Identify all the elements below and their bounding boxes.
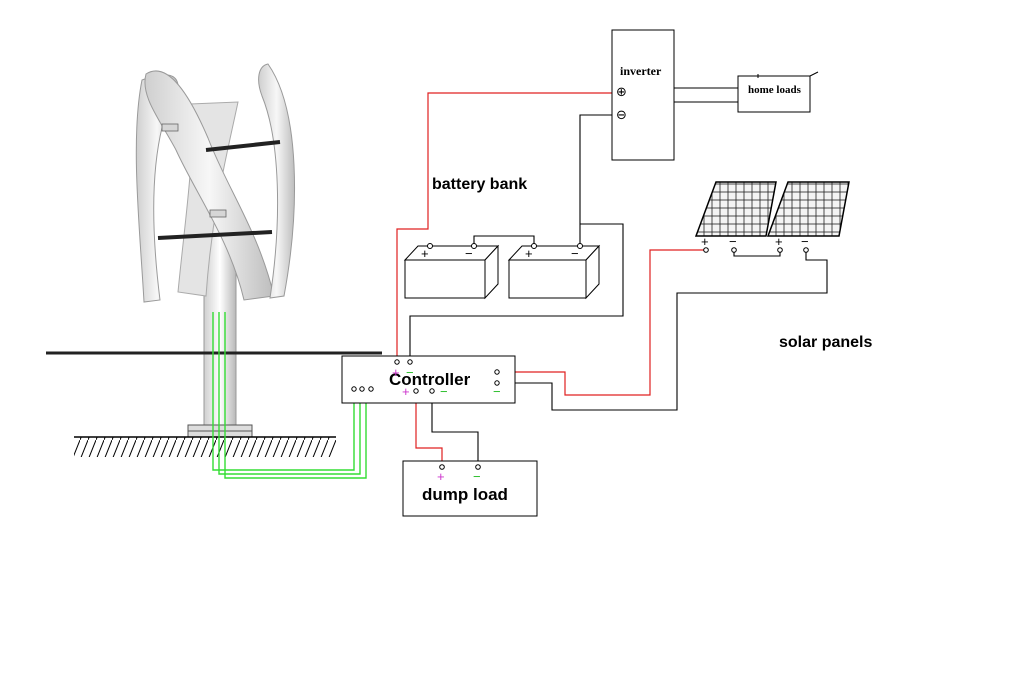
- inverter-label: inverter: [620, 64, 662, 78]
- battery-1-plus: +: [421, 246, 429, 261]
- dump-load: + − dump load: [402, 460, 538, 517]
- wind-wire-2: [218, 312, 361, 475]
- home-loads-box: [737, 75, 811, 113]
- dump-load-box: [402, 460, 538, 517]
- inverter-positive-terminal: ⊕: [616, 84, 627, 99]
- controller-solar-minus: −: [493, 384, 501, 399]
- ground-hatch: [74, 437, 336, 457]
- battery-series-link: [473, 235, 535, 246]
- solar-panel-2-plus: +: [775, 234, 783, 249]
- solar-panel-1-minus: −: [729, 234, 737, 249]
- battery-1: + −: [403, 243, 500, 300]
- home-loads-label: home loads: [748, 84, 802, 96]
- dump-load-label: dump load: [422, 485, 508, 504]
- solar-series-link: [733, 250, 781, 257]
- solar-panels-label: solar panels: [779, 334, 872, 351]
- controller-dump-plus: +: [402, 384, 410, 399]
- dump-load-plus: +: [437, 469, 445, 484]
- controller-dump-minus: −: [440, 384, 448, 399]
- battery-2-minus: −: [571, 246, 579, 261]
- battery-to-controller-negative: [409, 223, 624, 361]
- battery-2: + −: [507, 243, 601, 300]
- rotor-arm-bottom: [157, 230, 273, 240]
- inverter: inverter ⊕ ⊖: [611, 29, 675, 161]
- battery-bank-label: battery bank: [432, 176, 527, 193]
- controller-label: Controller: [389, 370, 471, 389]
- rotor-arm-top: [205, 140, 281, 152]
- wind-turbine: [135, 63, 295, 438]
- dump-load-minus: −: [473, 469, 481, 484]
- controller-to-solar-positive: [497, 249, 706, 396]
- wires: [212, 87, 828, 479]
- controller-to-solar-negative: [497, 250, 828, 411]
- controller-box: [341, 355, 516, 404]
- wind-wire-3: [224, 312, 367, 479]
- solar-panel-1: + −: [694, 181, 777, 253]
- solar-panel-2: + −: [766, 181, 850, 253]
- battery-to-inverter-positive: [396, 92, 617, 361]
- battery-to-inverter-negative: [579, 114, 617, 246]
- inverter-box: [611, 29, 675, 161]
- inverter-negative-terminal: ⊖: [616, 107, 627, 122]
- battery-2-plus: +: [525, 246, 533, 261]
- controller: Controller + − + − −: [341, 355, 516, 404]
- home-loads: home loads: [737, 71, 819, 113]
- controller-to-dumpload-negative: [431, 392, 479, 466]
- battery-1-minus: −: [465, 246, 473, 261]
- controller-battery-plus: +: [392, 365, 400, 380]
- wind-wire-1: [212, 312, 355, 471]
- solar-panel-2-minus: −: [801, 234, 809, 249]
- solar-panel-1-plus: +: [701, 234, 709, 249]
- turbine-blade-right: [258, 63, 295, 299]
- controller-to-dumpload-positive: [415, 387, 443, 466]
- controller-battery-minus: −: [406, 365, 414, 380]
